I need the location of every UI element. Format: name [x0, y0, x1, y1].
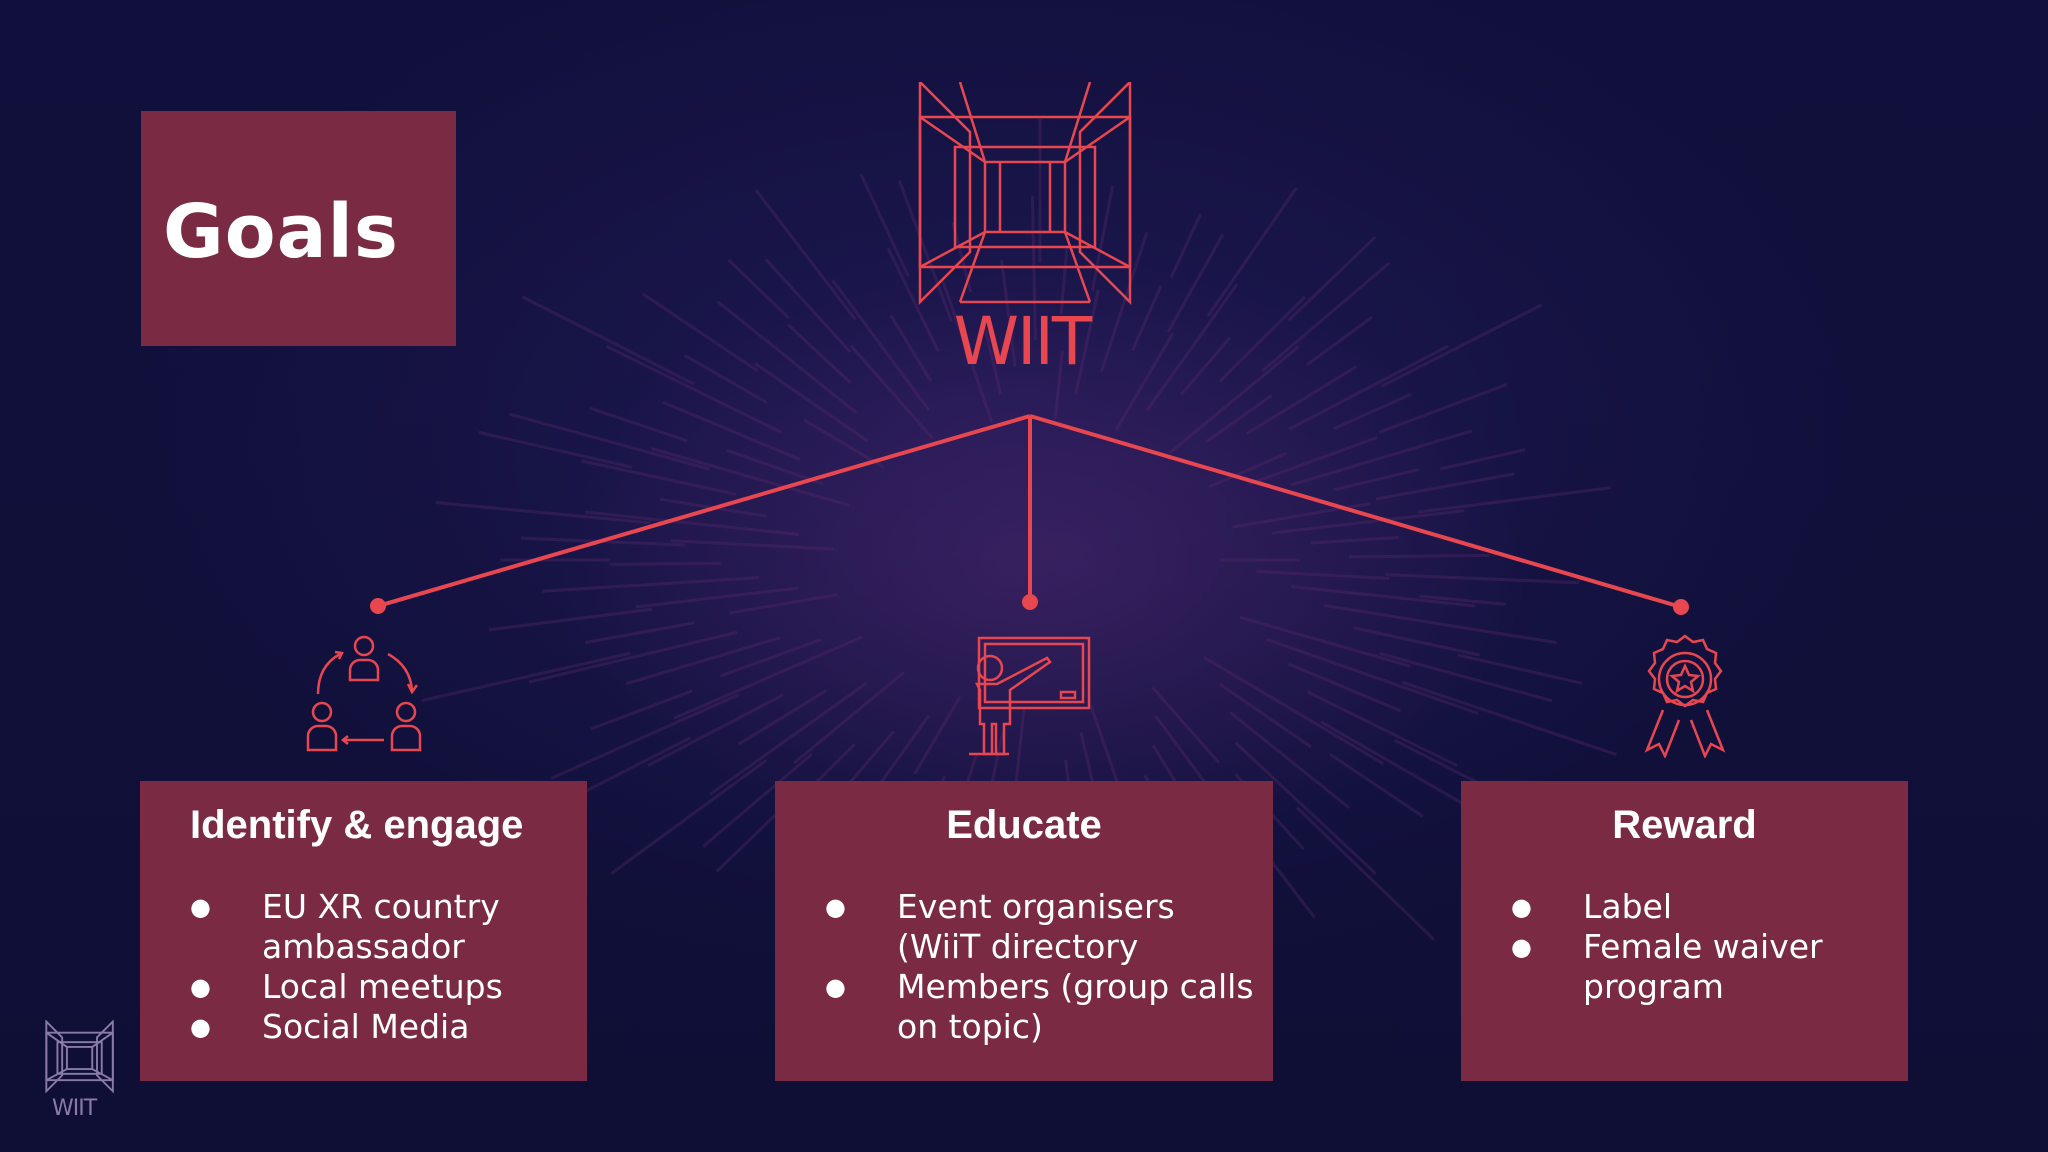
node-dot-center: [1022, 594, 1038, 610]
card-list: Event organisers (WiiT directory Members…: [825, 887, 1265, 1047]
logo-wordmark: WIIT: [953, 303, 1093, 380]
people-cycle-icon: [306, 635, 422, 752]
footer-wordmark: WIIT: [52, 1096, 97, 1121]
card-list: EU XR country ambassador Local meetups S…: [190, 887, 560, 1047]
award-rosette-icon: [1644, 634, 1726, 758]
list-item: Social Media: [190, 1007, 560, 1047]
card-educate: Educate Event organisers (WiiT directory…: [775, 781, 1273, 1081]
list-item: Label: [1511, 887, 1891, 927]
card-heading: Educate: [946, 803, 1102, 847]
card-identify-engage: Identify & engage EU XR country ambassad…: [140, 781, 587, 1081]
list-item: Local meetups: [190, 967, 560, 1007]
node-dot-right: [1673, 599, 1689, 615]
card-heading: Identify & engage: [190, 803, 524, 847]
wiit-corridor-logo-icon: [918, 82, 1132, 306]
title-box: Goals: [141, 111, 456, 346]
footer-logo-icon: [45, 1020, 114, 1094]
card-heading: Reward: [1612, 803, 1757, 847]
list-item: EU XR country ambassador: [190, 887, 560, 967]
card-reward: Reward Label Female waiver program: [1461, 781, 1908, 1081]
connector-right: [1029, 414, 1682, 609]
card-list: Label Female waiver program: [1511, 887, 1891, 1007]
list-item: Event organisers (WiiT directory: [825, 887, 1265, 967]
list-item: Members (group calls on topic): [825, 967, 1265, 1047]
teacher-board-icon: [969, 636, 1091, 756]
connector-left: [377, 414, 1031, 608]
page-title: Goals: [163, 189, 399, 275]
list-item: Female waiver program: [1511, 927, 1891, 1007]
node-dot-left: [370, 598, 386, 614]
